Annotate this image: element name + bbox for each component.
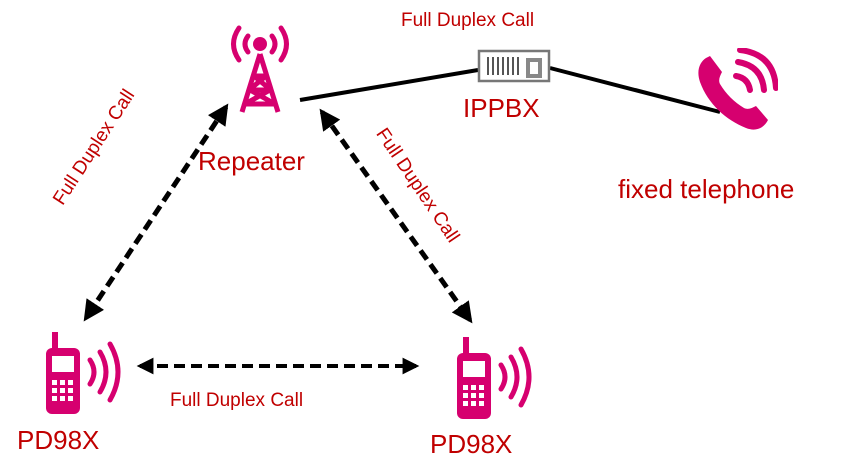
- radio-to-radio-link-label: Full Duplex Call: [170, 390, 304, 411]
- walkie-talkie-icon: [453, 335, 543, 425]
- radio-right-label: PD98X: [430, 429, 513, 457]
- repeater-to-radio-right-link: [319, 108, 473, 324]
- repeater-to-pbx-link: [299, 68, 479, 102]
- fixed-telephone-label: fixed telephone: [618, 174, 795, 204]
- phone-handset-icon: [692, 47, 779, 134]
- repeater-to-pbx-link-label: Full Duplex Call: [401, 10, 535, 31]
- pbx-to-phone-link: [549, 66, 721, 114]
- ip-pbx-box-icon: [476, 48, 552, 84]
- ippbx-label: IPPBX: [463, 93, 540, 123]
- walkie-talkie-icon: [42, 330, 132, 420]
- radio-left-label: PD98X: [17, 425, 100, 455]
- repeater-to-radio-left-link: [83, 103, 229, 322]
- repeater-label: Repeater: [198, 146, 305, 176]
- radio-tower-icon: [218, 22, 302, 118]
